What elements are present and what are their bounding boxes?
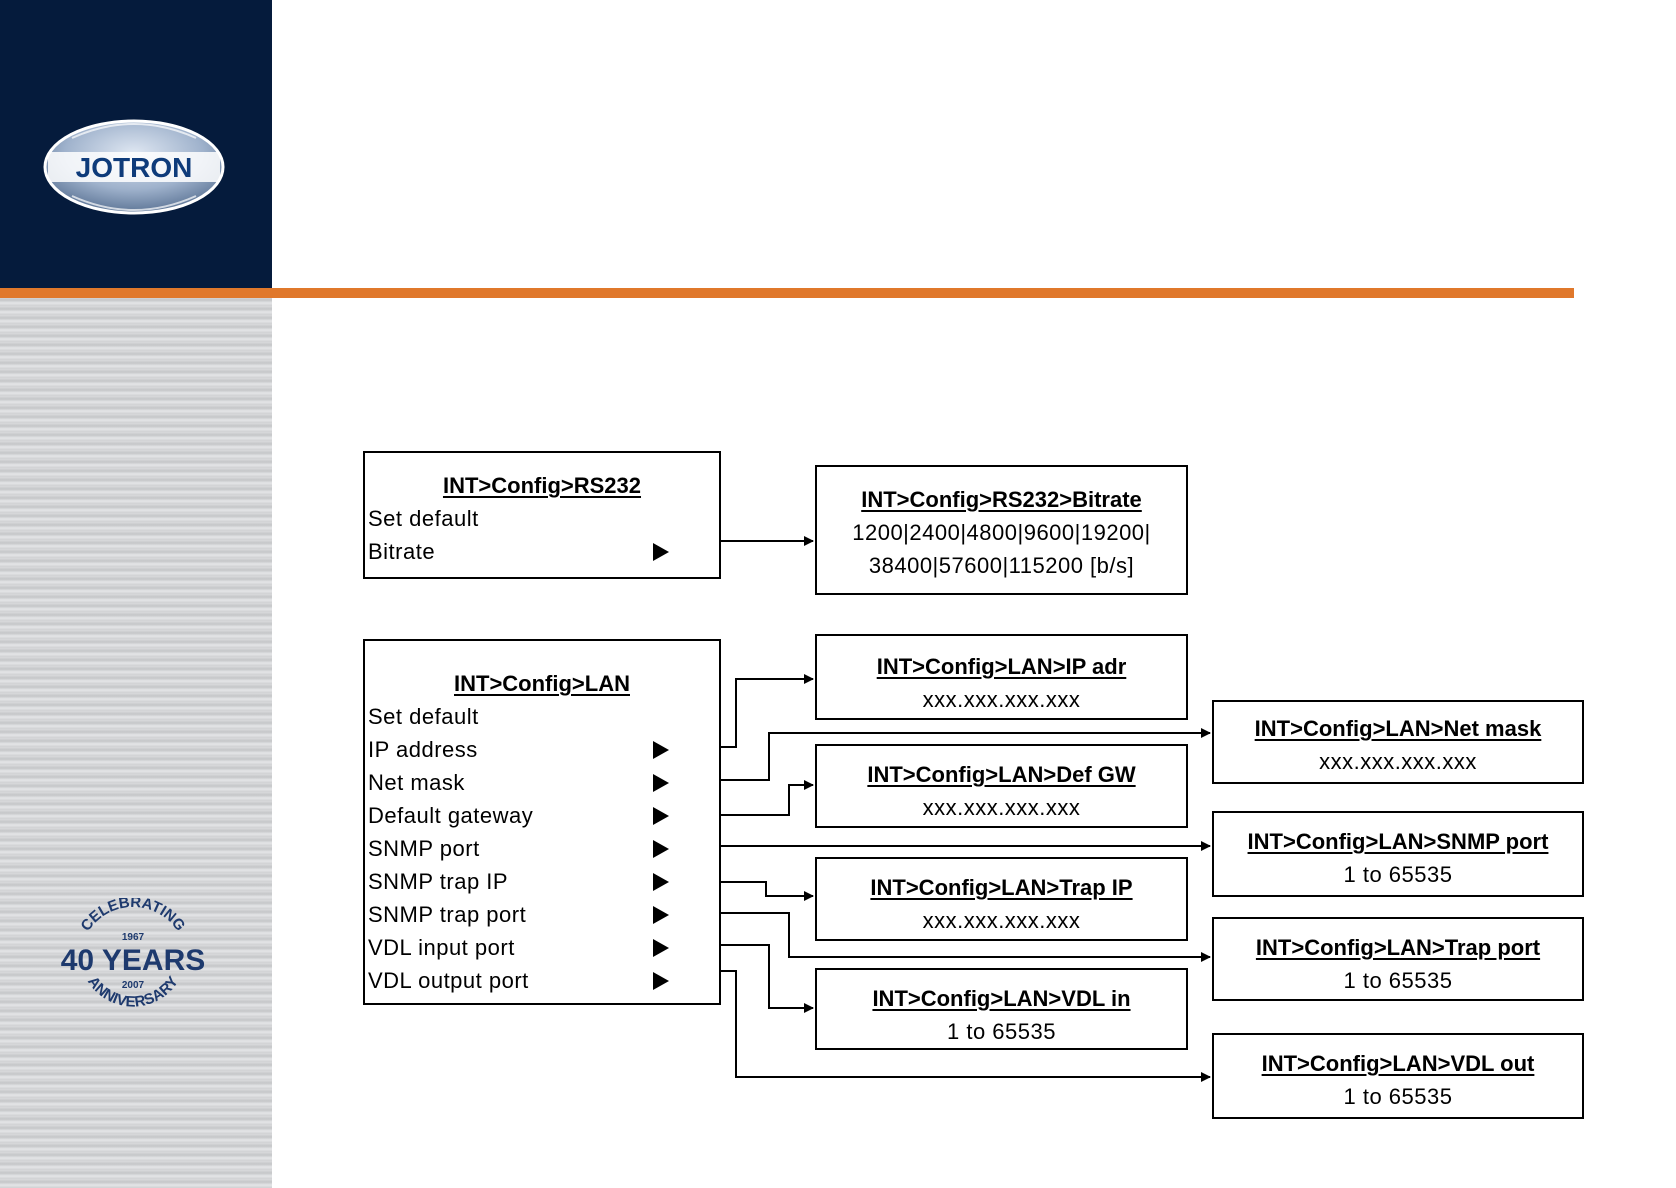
lan-item-snmp-trap-port[interactable]: SNMP trap port	[365, 898, 719, 931]
snmp-port-title: INT>Config>LAN>SNMP port	[1247, 829, 1549, 854]
net-mask-box: INT>Config>LAN>Net mask xxx.xxx.xxx.xxx	[1212, 700, 1584, 784]
connector-trap-ip	[719, 881, 814, 901]
def-gw-title: INT>Config>LAN>Def GW	[867, 762, 1136, 787]
jotron-logo: JOTRON	[43, 119, 225, 215]
connector-vdl-out	[719, 970, 1211, 1082]
bitrate-options-line2: 38400|57600|115200 [b/s]	[868, 553, 1135, 578]
lan-item-snmp-trap-ip[interactable]: SNMP trap IP	[365, 865, 719, 898]
trap-port-title: INT>Config>LAN>Trap port	[1255, 935, 1541, 960]
svg-text:JOTRON: JOTRON	[76, 152, 193, 183]
connector-def-gw	[719, 780, 814, 816]
lan-menu-box: INT>Config>LAN Set default IP address Ne…	[363, 639, 721, 1005]
submenu-arrow-icon	[653, 840, 669, 858]
trap-port-box: INT>Config>LAN>Trap port 1 to 65535	[1212, 917, 1584, 1001]
rs232-menu-title: INT>Config>RS232	[442, 473, 642, 498]
rs232-item-set-default[interactable]: Set default	[368, 506, 479, 531]
lan-menu-title: INT>Config>LAN	[454, 671, 630, 696]
submenu-arrow-icon	[653, 774, 669, 792]
def-gw-box: INT>Config>LAN>Def GW xxx.xxx.xxx.xxx	[815, 744, 1188, 828]
lan-item-vdl-output-port[interactable]: VDL output port	[365, 964, 719, 997]
def-gw-value: xxx.xxx.xxx.xxx	[922, 795, 1081, 820]
anniversary-badge: CELEBRATING 1967 40 YEARS 2007 ANNIVERSA…	[61, 898, 206, 1011]
lan-item-vdl-input-port[interactable]: VDL input port	[365, 931, 719, 964]
submenu-arrow-icon	[653, 873, 669, 891]
trap-ip-title: INT>Config>LAN>Trap IP	[870, 875, 1133, 900]
submenu-arrow-icon	[653, 741, 669, 759]
bitrate-title: INT>Config>RS232>Bitrate	[861, 487, 1142, 512]
rs232-menu-box: INT>Config>RS232 Set default Bitrate	[363, 451, 721, 579]
lan-item-net-mask[interactable]: Net mask	[365, 766, 719, 799]
submenu-arrow-icon	[653, 972, 669, 990]
snmp-port-box: INT>Config>LAN>SNMP port 1 to 65535	[1212, 811, 1584, 897]
submenu-arrow-icon	[653, 543, 669, 561]
vdl-in-box: INT>Config>LAN>VDL in 1 to 65535	[815, 968, 1188, 1050]
lan-item-default-gateway[interactable]: Default gateway	[365, 799, 719, 832]
net-mask-value: xxx.xxx.xxx.xxx	[1319, 749, 1477, 774]
accent-bar	[0, 288, 1574, 298]
ip-adr-title: INT>Config>LAN>IP adr	[876, 654, 1127, 679]
lan-item-snmp-port[interactable]: SNMP port	[365, 832, 719, 865]
ip-adr-box: INT>Config>LAN>IP adr xxx.xxx.xxx.xxx	[815, 634, 1188, 720]
bitrate-box: INT>Config>RS232>Bitrate 1200|2400|4800|…	[815, 465, 1188, 595]
vdl-out-title: INT>Config>LAN>VDL out	[1261, 1051, 1535, 1076]
vdl-in-title: INT>Config>LAN>VDL in	[872, 986, 1131, 1011]
bitrate-options-line1: 1200|2400|4800|9600|19200|	[852, 520, 1151, 545]
lan-item-ip-address[interactable]: IP address	[365, 733, 719, 766]
svg-text:2007: 2007	[122, 980, 145, 991]
submenu-arrow-icon	[653, 906, 669, 924]
submenu-arrow-icon	[653, 807, 669, 825]
trap-ip-value: xxx.xxx.xxx.xxx	[922, 908, 1081, 933]
lan-item-set-default[interactable]: Set default	[368, 704, 479, 729]
connector-vdl-in	[719, 944, 814, 1013]
sidebar-panel	[0, 288, 272, 1188]
vdl-out-value: 1 to 65535	[1343, 1084, 1453, 1109]
connector-net-mask	[719, 728, 1211, 781]
vdl-out-box: INT>Config>LAN>VDL out 1 to 65535	[1212, 1033, 1584, 1119]
connector-trap-port	[719, 912, 1211, 962]
submenu-arrow-icon	[653, 939, 669, 957]
rs232-item-bitrate[interactable]: Bitrate	[365, 535, 719, 568]
snmp-port-value: 1 to 65535	[1343, 862, 1453, 887]
svg-text:40 YEARS: 40 YEARS	[61, 944, 206, 977]
svg-text:1967: 1967	[122, 932, 145, 943]
trap-port-value: 1 to 65535	[1343, 968, 1453, 993]
ip-adr-value: xxx.xxx.xxx.xxx	[922, 687, 1081, 712]
connector-ip-adr	[719, 674, 814, 748]
vdl-in-value: 1 to 65535	[947, 1019, 1056, 1044]
net-mask-title: INT>Config>LAN>Net mask	[1254, 716, 1542, 741]
trap-ip-box: INT>Config>LAN>Trap IP xxx.xxx.xxx.xxx	[815, 857, 1188, 941]
